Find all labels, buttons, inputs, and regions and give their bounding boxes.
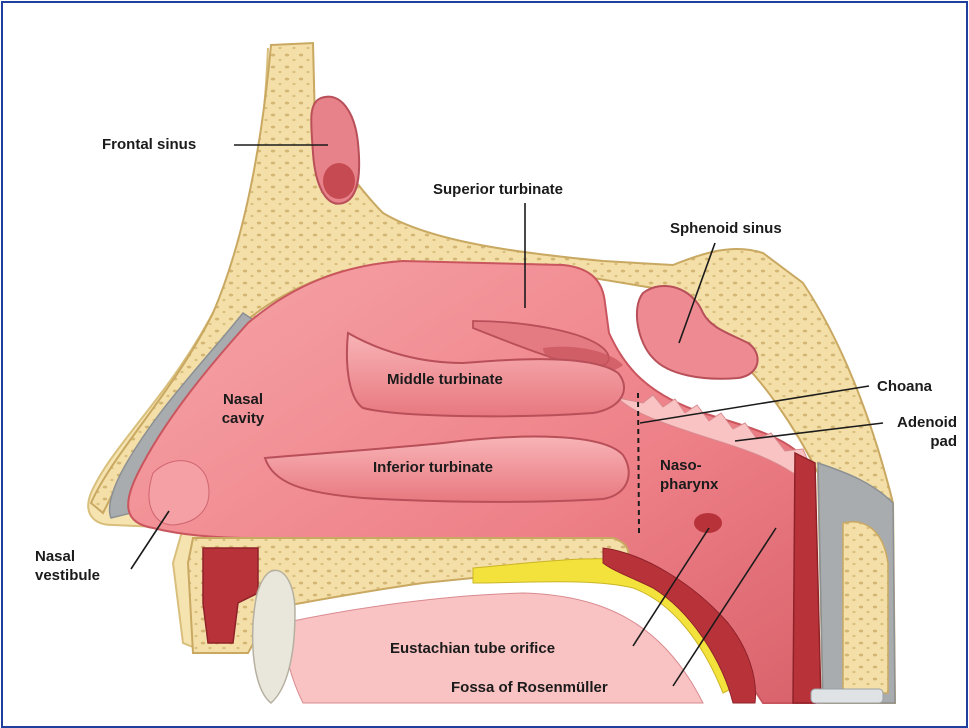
label-superior-turbinate: Superior turbinate	[433, 180, 563, 199]
label-adenoid-line2: pad	[875, 432, 957, 451]
label-frontal-sinus: Frontal sinus	[102, 135, 196, 154]
frontal-sinus-shadow	[323, 163, 355, 199]
label-eustachian-tube-orifice: Eustachian tube orifice	[390, 639, 555, 658]
label-fossa-of-rosenmuller: Fossa of Rosenmüller	[451, 678, 608, 697]
label-middle-turbinate: Middle turbinate	[387, 370, 503, 389]
label-nasal-cavity-line2: cavity	[208, 409, 278, 428]
label-nasopharynx-line2: pharynx	[660, 475, 718, 494]
label-nasopharynx-line1: Naso-	[660, 456, 718, 475]
pharyngeal-muscle	[793, 453, 821, 703]
label-nasal-cavity-line1: Nasal	[208, 390, 278, 409]
label-adenoid-line1: Adenoid	[875, 413, 957, 432]
label-nasal-cavity: Nasal cavity	[208, 390, 278, 428]
label-choana: Choana	[877, 377, 932, 396]
label-nasopharynx: Naso- pharynx	[660, 456, 718, 494]
label-inferior-turbinate: Inferior turbinate	[373, 458, 493, 477]
label-adenoid-pad: Adenoid pad	[875, 413, 957, 451]
label-sphenoid-sinus: Sphenoid sinus	[670, 219, 782, 238]
incisor-tooth	[253, 570, 295, 703]
nasal-cavity-illustration	[3, 3, 966, 726]
label-nasal-vestibule-line1: Nasal	[35, 547, 100, 566]
vertebral-bone	[843, 522, 888, 693]
label-nasal-vestibule-line2: vestibule	[35, 566, 100, 585]
vertebral-disc	[811, 689, 883, 703]
label-nasal-vestibule: Nasal vestibule	[35, 547, 100, 585]
